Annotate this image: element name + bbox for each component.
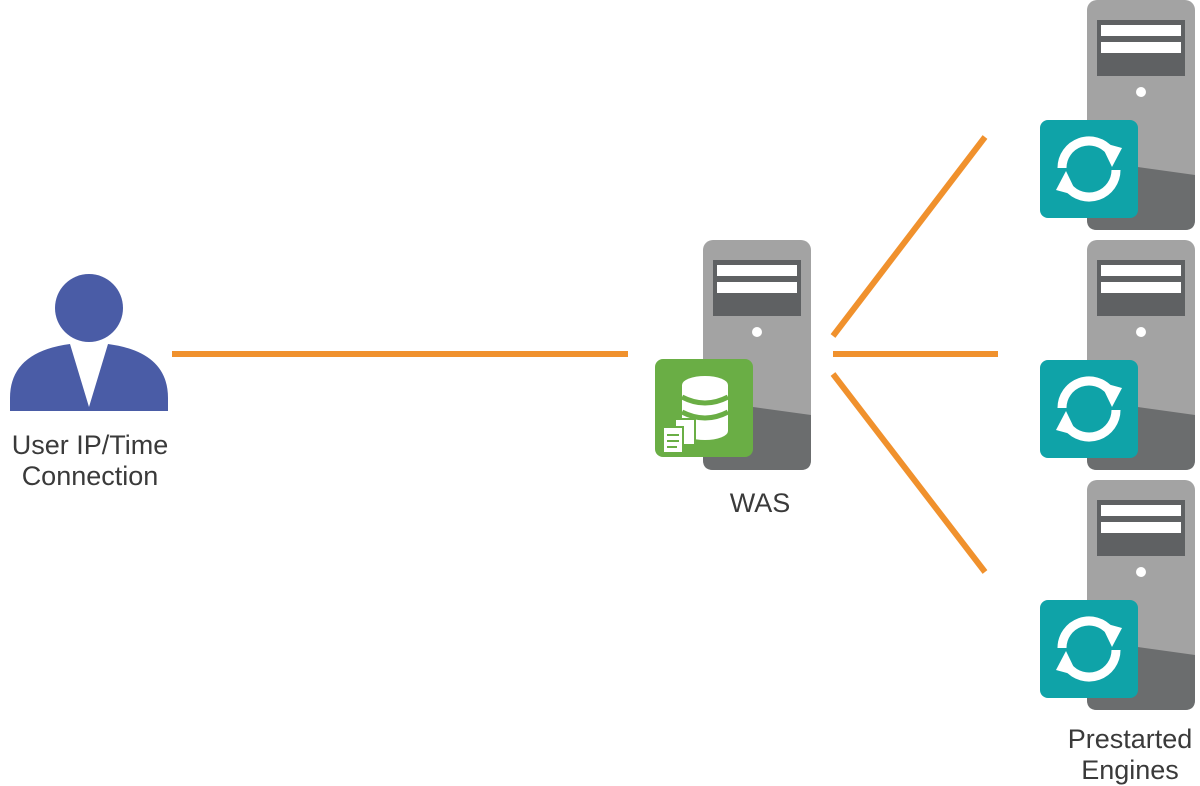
database-documents-icon [655, 359, 753, 457]
engines-label-line2: Engines [1081, 755, 1179, 785]
user-label-line2: Connection [21, 461, 159, 491]
user-label-line1: User IP/Time [11, 430, 169, 460]
user-icon [10, 274, 168, 411]
refresh-icon [1040, 600, 1138, 698]
refresh-icon [1040, 360, 1138, 458]
user-label: User IP/Time Connection [0, 430, 180, 492]
connector-was-engine-bottom [830, 372, 988, 574]
engines-label-line1: Prestarted [1067, 724, 1193, 754]
refresh-icon [1040, 120, 1138, 218]
was-label: WAS [700, 488, 820, 519]
was-label-text: WAS [729, 488, 791, 518]
engines-label: Prestarted Engines [1050, 724, 1200, 786]
connector-was-engine-top [830, 135, 988, 338]
